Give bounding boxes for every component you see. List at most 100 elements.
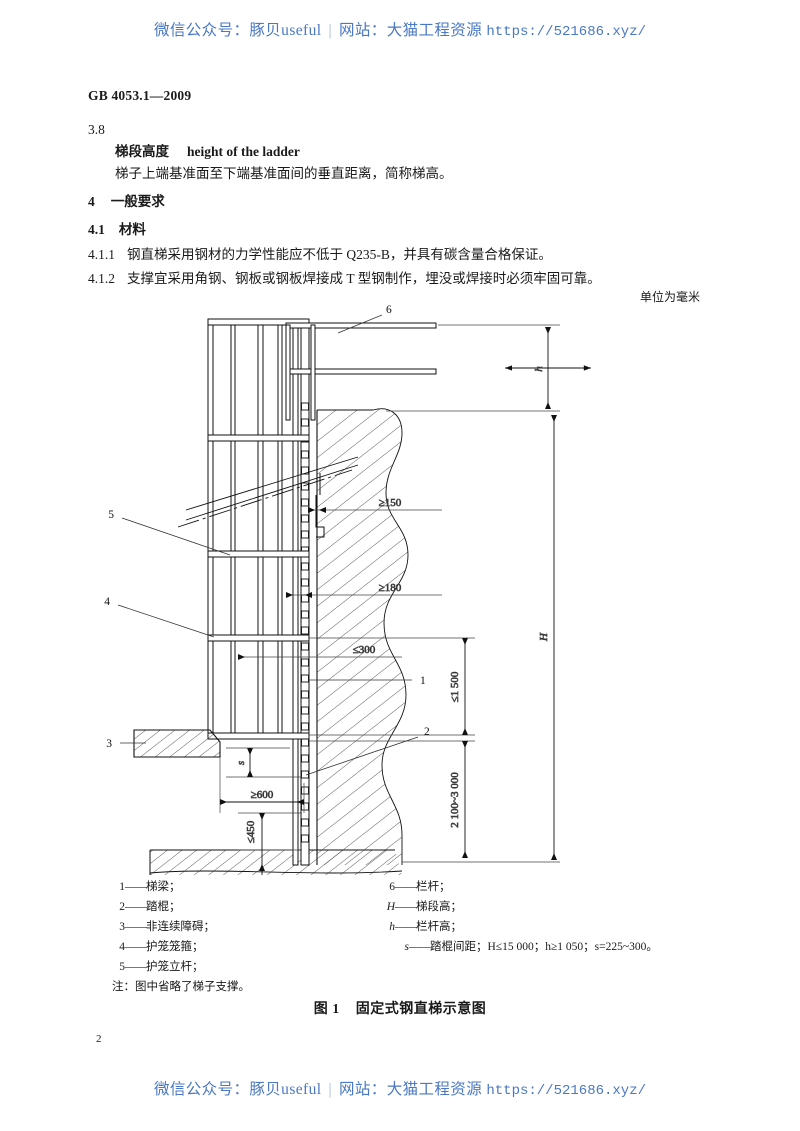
section-4-heading: 4 一般要求 [88, 192, 165, 212]
callout-2: 2 [424, 726, 430, 738]
dim-max450: ≤450 [238, 812, 302, 875]
dim-label-max450: ≤450 [245, 820, 257, 843]
figure-caption: 图 1 固定式钢直梯示意图 [0, 998, 800, 1018]
figure-caption-title: 固定式钢直梯示意图 [355, 1002, 487, 1017]
legend-key: 2 [119, 901, 125, 913]
leader-6 [337, 314, 383, 334]
dim-label-max300: ≤300 [353, 644, 376, 656]
legend-text: 栏杆高； [416, 921, 462, 933]
dim-s: s [226, 747, 302, 778]
wall-section [316, 408, 409, 865]
dim-label-s: s [236, 761, 247, 765]
obstacle-block [133, 729, 221, 758]
section-4-number: 4 [88, 194, 95, 209]
wall-bracket-detail [315, 473, 325, 538]
dim-label-min600: ≥600 [251, 789, 274, 801]
section-41-number: 4.1 [88, 222, 105, 237]
dim-min600: ≥600 [219, 757, 305, 813]
callout-4: 4 [104, 596, 110, 608]
clause-number: 3.8 [88, 122, 105, 137]
aux-line-a [185, 456, 359, 511]
section-41-title: 材料 [118, 222, 146, 237]
dim-label-range: 2 100~3 000 [449, 772, 461, 828]
legend-item: 6——栏杆； [340, 881, 680, 902]
legend-column-left: 1——梯梁； 2——踏棍； 3——非连续障碍； 4——护笼笼箍； 5——护笼立杆… [112, 881, 342, 982]
legend-item: 5——护笼立杆； [112, 961, 342, 982]
standard-code-text: GB 4053.1—2009 [88, 88, 192, 103]
watermark-wechat-label: 微信公众号： [153, 1081, 250, 1098]
watermark-site-label: 网站： [338, 1081, 387, 1098]
legend-key: 5 [119, 961, 125, 973]
legend-item: 4——护笼笼箍； [112, 941, 342, 962]
watermark-top: 微信公众号：豚贝useful|网站：大猫工程资源 https://521686.… [0, 18, 800, 40]
term-heading: 梯段高度 height of the ladder [115, 142, 300, 162]
legend-text: 踏棍； [146, 901, 181, 913]
dim-range: 2 100~3 000 [309, 740, 475, 858]
legend-text: 梯梁； [146, 881, 181, 893]
legend-text: 踏棍间距；H≤15 000；h≥1 050；s=225~300。 [430, 941, 658, 953]
watermark-separator: | [328, 22, 332, 39]
leader-4 [117, 604, 215, 638]
callout-5: 5 [108, 509, 114, 521]
callout-1: 1 [420, 675, 426, 687]
dim-min150: ≥150 [308, 497, 442, 513]
legend-item: 1——梯梁； [112, 881, 342, 902]
term-chinese: 梯段高度 [115, 144, 169, 159]
section-4-title: 一般要求 [110, 194, 165, 209]
legend-text: 栏杆； [416, 881, 451, 893]
ground-slab [149, 849, 403, 875]
cage-vertical-bars [207, 318, 283, 740]
watermark-bottom: 微信公众号：豚贝useful | 网站：大猫工程资源 https://521686.… [0, 1077, 800, 1099]
watermark-wechat-name: 豚贝useful [249, 22, 322, 39]
legend-item: H——梯段高； [340, 901, 680, 922]
figure-legend: 1——梯梁； 2——踏棍； 3——非连续障碍； 4——护笼笼箍； 5——护笼立杆… [112, 881, 672, 992]
dim-label-H: H [538, 632, 550, 642]
legend-key: 3 [119, 921, 125, 933]
figure-fixed-steel-ladder: h H ≥150 [90, 305, 710, 875]
dim-label-max1500: ≤1 500 [449, 671, 461, 702]
legend-text: 护笼笼箍； [146, 941, 204, 953]
standard-code: GB 4053.1—2009 [88, 86, 191, 106]
dim-label-min150: ≥150 [379, 497, 402, 509]
legend-item: s——踏棍间距；H≤15 000；h≥1 050；s=225~300。 [340, 941, 680, 962]
dim-h: h [505, 327, 591, 409]
term-english: height of the ladder [187, 144, 300, 159]
section-41-heading: 4.1 材料 [88, 220, 146, 240]
legend-item: h——栏杆高； [340, 921, 680, 942]
callout-6: 6 [386, 305, 392, 316]
dim-label-min180: ≥180 [379, 582, 402, 594]
dim-min180: ≥180 [286, 582, 442, 598]
unit-note: 单位为毫米 [639, 290, 700, 304]
callout-3: 3 [106, 738, 112, 750]
page-number: 2 [96, 1033, 102, 1045]
watermark-site-name: 大猫工程资源 [386, 1081, 483, 1098]
watermark-site-label: 网站： [338, 22, 387, 39]
section-412-number: 4.1.2 [88, 271, 115, 286]
section-412-paragraph: 4.1.2 支撑宜采用角钢、钢板或钢板焊接成 T 型钢制作，埋没或焊接时必须牢固可… [88, 269, 601, 289]
cage-hoops [207, 318, 310, 740]
legend-text: 护笼立杆； [146, 961, 204, 973]
figure-caption-label: 图 1 [313, 1002, 340, 1017]
leader-5 [121, 517, 231, 556]
legend-note: 注：图中省略了梯子支撑。 [112, 981, 250, 993]
section-411-text: 钢直梯采用钢材的力学性能应不低于 Q235-B，并具有碳含量合格保证。 [127, 247, 552, 262]
ladder-stringers [292, 318, 310, 866]
legend-key: H [386, 901, 395, 913]
watermark-separator: | [328, 1081, 332, 1098]
legend-column-right: 6——栏杆； H——梯段高； h——栏杆高； s——踏棍间距；H≤15 000；… [340, 881, 680, 962]
legend-item: 3——非连续障碍； [112, 921, 342, 942]
guardrail [285, 322, 437, 421]
watermark-site-name: 大猫工程资源 [386, 22, 483, 39]
legend-key: 6 [389, 881, 395, 893]
legend-text: 非连续障碍； [146, 921, 215, 933]
section-412-text: 支撑宜采用角钢、钢板或钢板焊接成 T 型钢制作，埋没或焊接时必须牢固可靠。 [127, 271, 601, 286]
dim-label-h: h [533, 366, 545, 372]
dim-max300: ≤300 [238, 644, 402, 660]
watermark-url: https://521686.xyz/ [486, 1083, 647, 1099]
legend-key: 4 [119, 941, 125, 953]
watermark-wechat-name: 豚贝useful [249, 1081, 322, 1098]
dim-max1500: ≤1 500 [309, 637, 475, 736]
legend-item: 2——踏棍； [112, 901, 342, 922]
section-411-number: 4.1.1 [88, 247, 115, 262]
